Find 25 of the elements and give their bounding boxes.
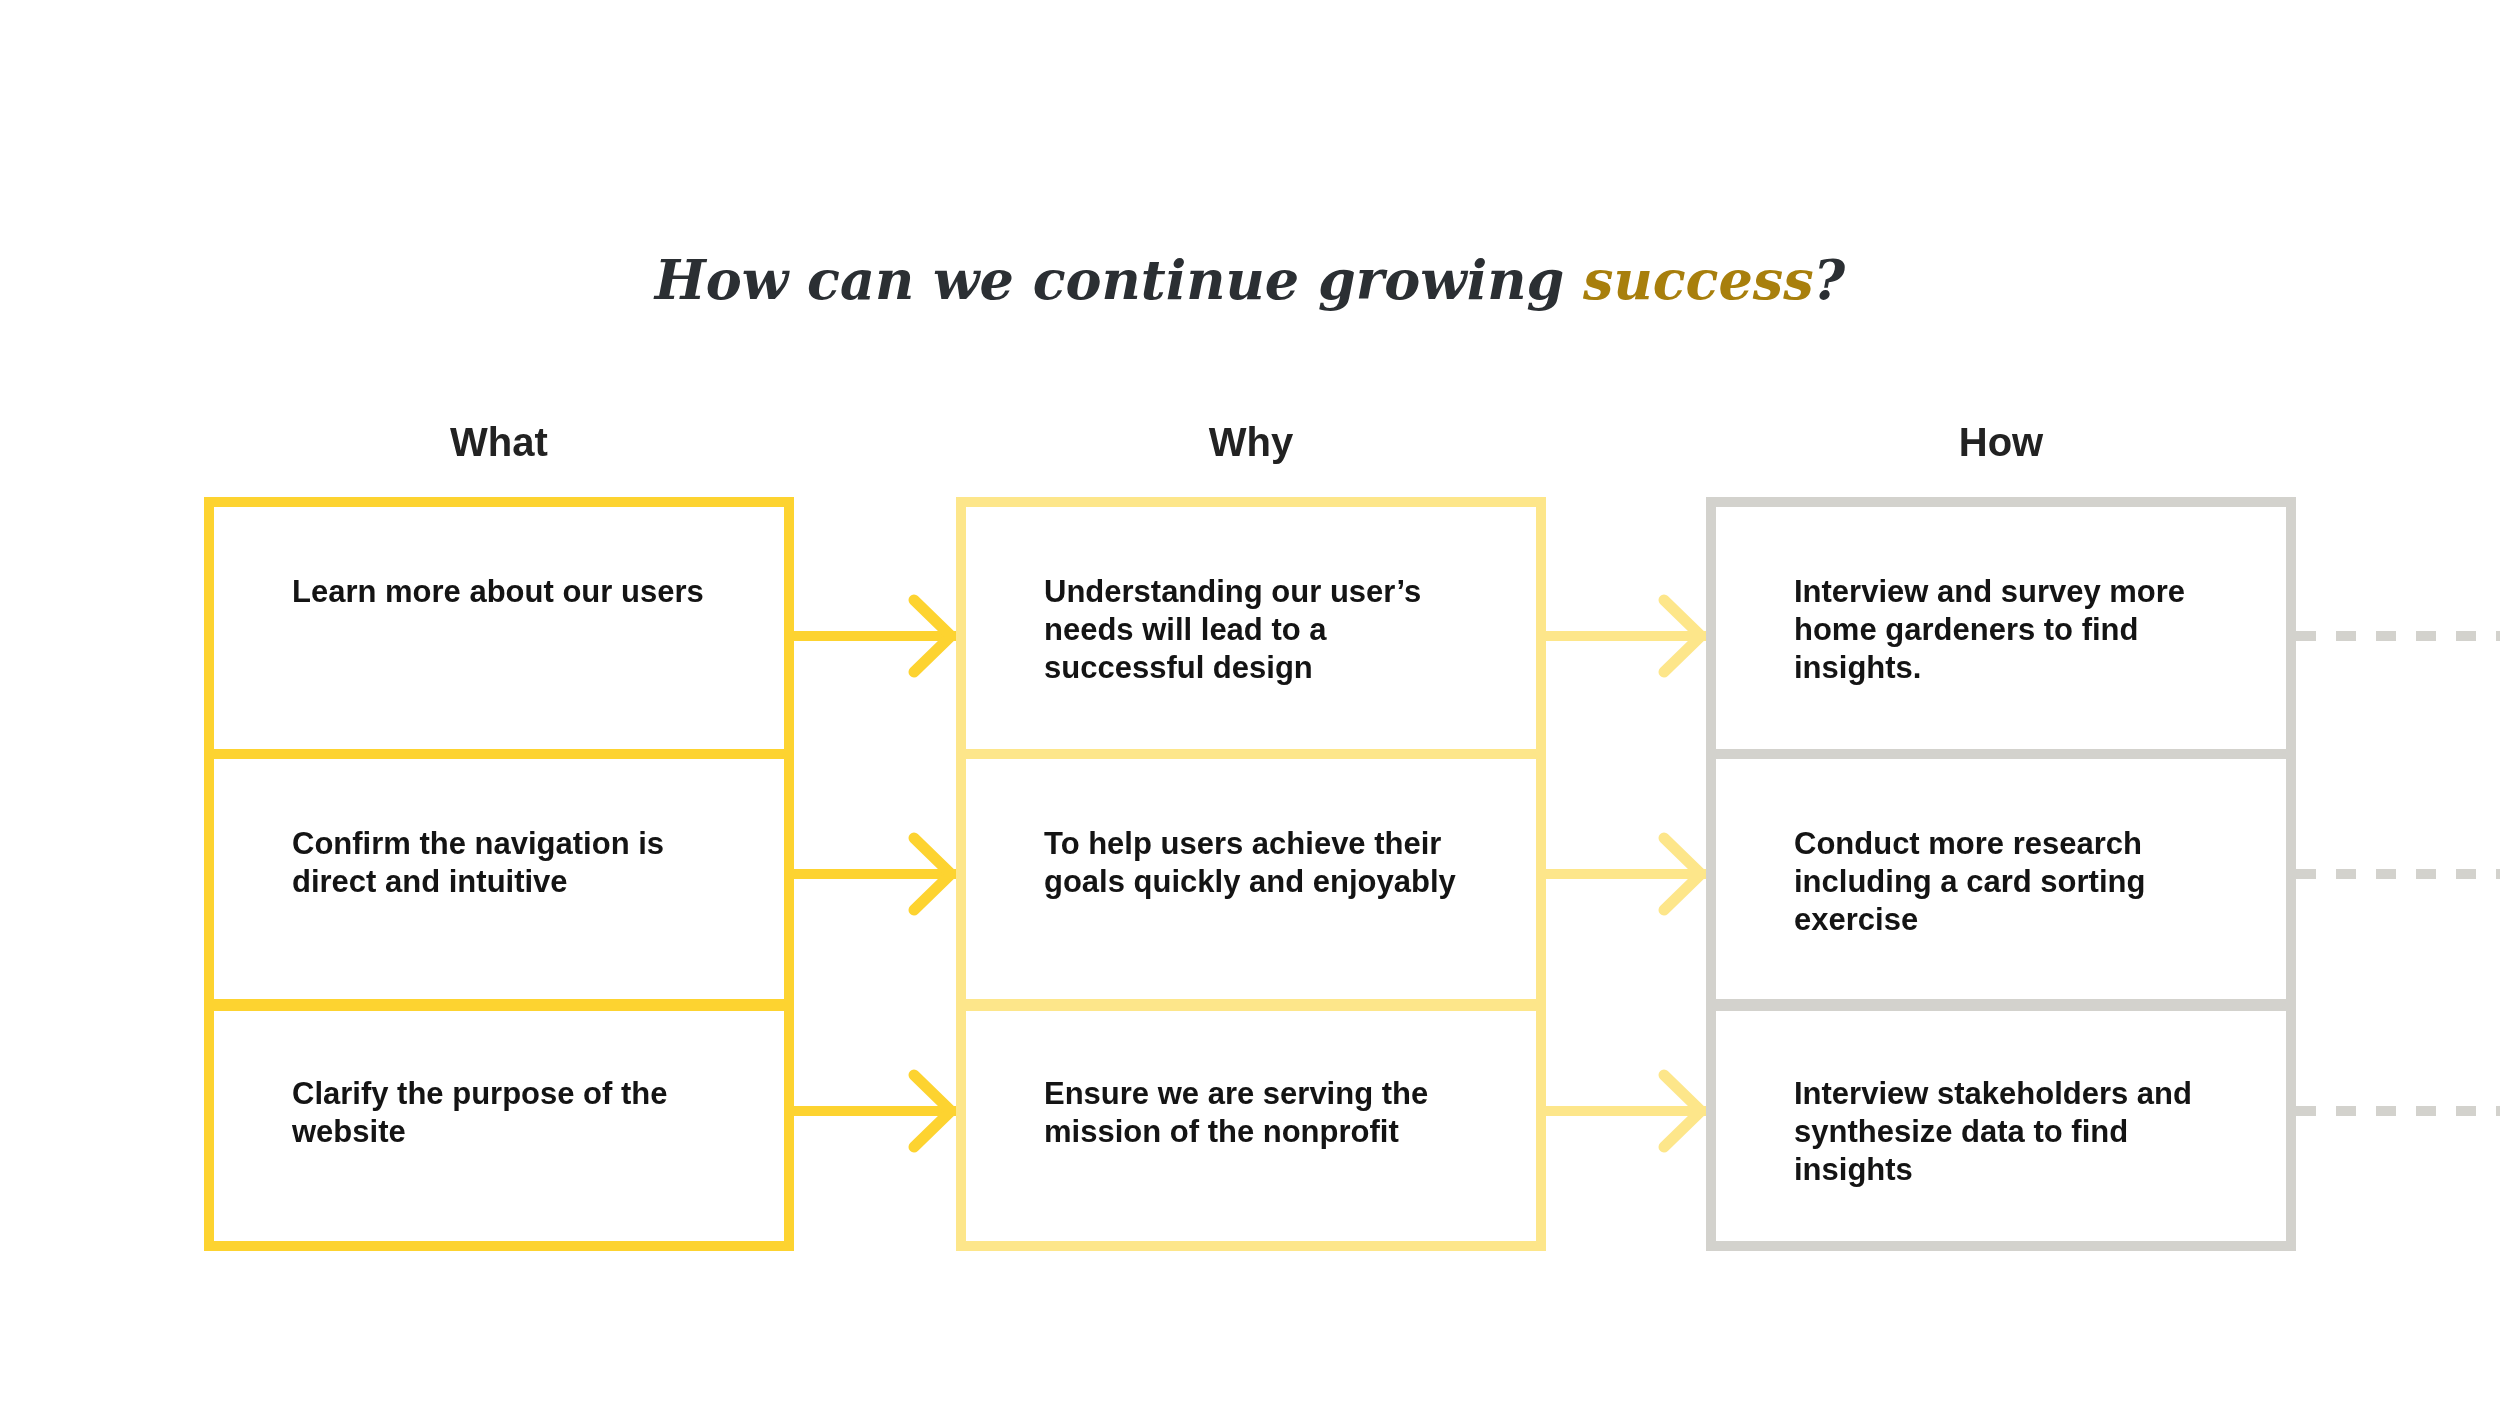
box-text: Interview and survey more home gardeners to find insights. <box>1794 573 2187 687</box>
text-box <box>956 999 1546 1251</box>
arrow <box>1546 594 1707 678</box>
arrow <box>794 832 957 916</box>
arrow <box>1546 1069 1707 1153</box>
arrow <box>794 594 957 678</box>
box-text: Clarify the purpose of the website <box>292 1075 669 1151</box>
box-text: Conduct more research including a card sorting exercise <box>1794 825 2147 939</box>
box-text: Interview stakeholders and synthesize data to find insights <box>1794 1075 2193 1189</box>
arrow <box>794 1069 957 1153</box>
column-heading: What <box>450 419 548 466</box>
box-text: Confirm the navigation is direct and intuitive <box>292 825 666 901</box>
dashed-connector <box>2296 1106 2500 1116</box>
dashed-connector <box>2296 631 2500 641</box>
box-text: Ensure we are serving the mission of the nonprofit <box>1044 1075 1430 1151</box>
column-heading: How <box>1958 419 2044 466</box>
text-box <box>1706 999 2296 1251</box>
dashed-connector <box>2296 869 2500 879</box>
title: How can we continue growing success? <box>654 247 1846 314</box>
box-text: Learn more about our users <box>292 573 705 611</box>
arrow <box>1546 832 1707 916</box>
column-heading: Why <box>1208 419 1294 466</box>
box-text: Understanding our user’s needs will lead to a successful design <box>1044 573 1423 687</box>
box-text: To help users achieve their goals quickly and enjoyably <box>1044 825 1457 901</box>
text-box <box>204 999 794 1251</box>
